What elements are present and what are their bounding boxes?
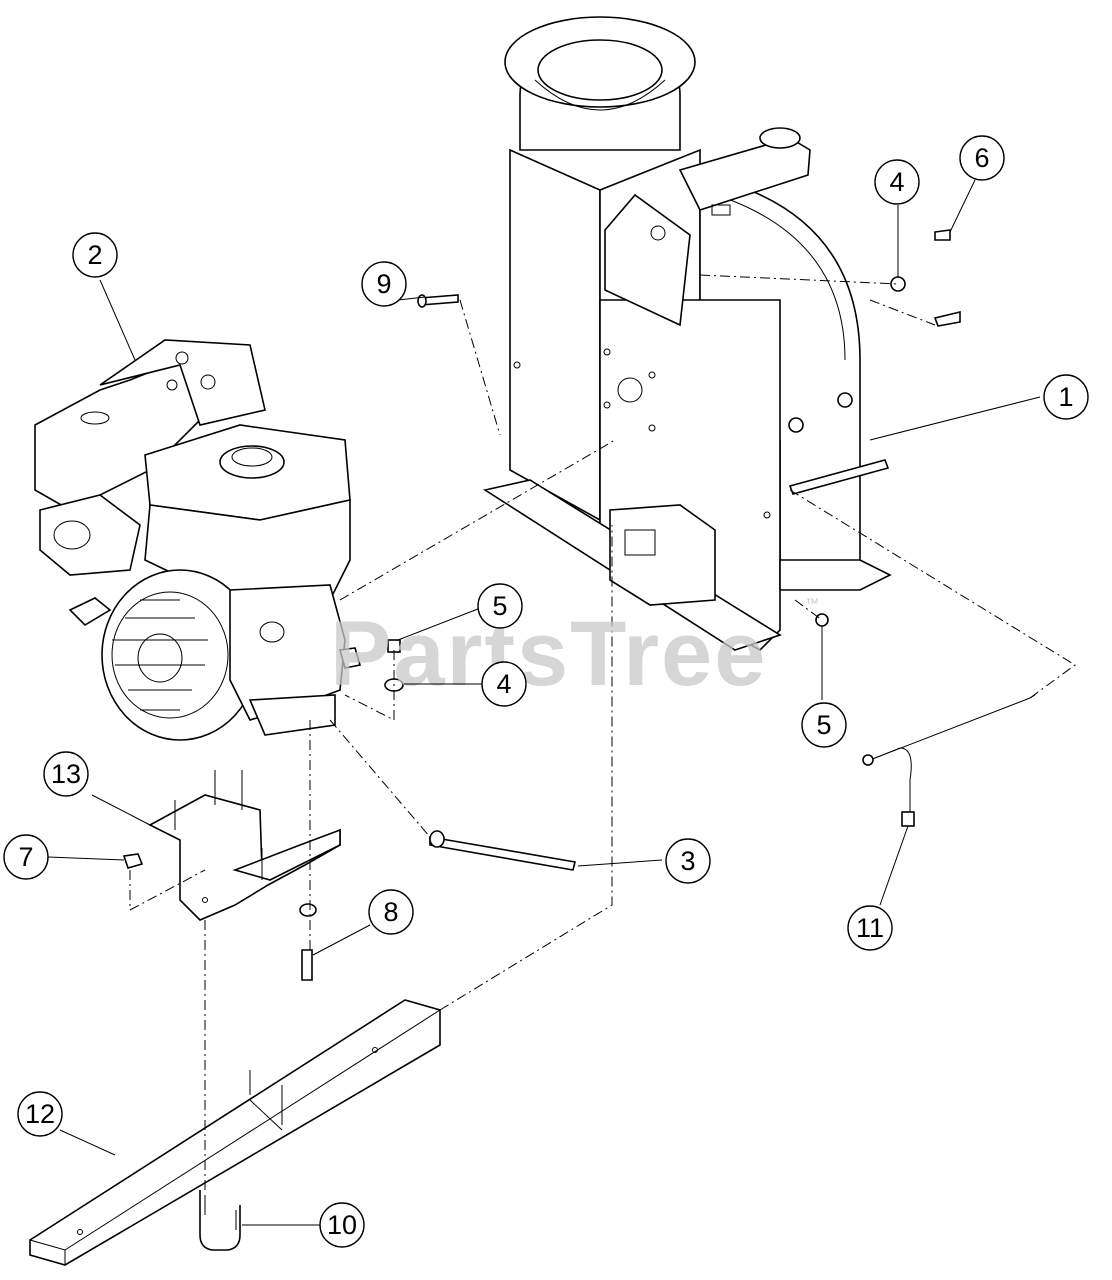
callout-8-label: 8 <box>383 897 398 927</box>
callout-11: 11 <box>847 905 893 951</box>
callout-3-label: 3 <box>680 846 695 876</box>
callout-2: 2 <box>72 232 118 278</box>
callout-12-label: 12 <box>25 1099 55 1129</box>
callout-6-label: 6 <box>974 143 989 173</box>
callout-5-right-label: 5 <box>816 710 831 740</box>
callout-13-label: 13 <box>51 759 81 789</box>
callout-4-mid: 4 <box>481 661 527 707</box>
callout-7: 7 <box>3 834 49 880</box>
callout-4-mid-label: 4 <box>496 669 511 699</box>
engine-mount-bracket <box>148 770 341 921</box>
callout-13: 13 <box>43 751 89 797</box>
callout-5-mid: 5 <box>477 583 523 629</box>
callout-4-top: 4 <box>874 159 920 205</box>
callout-10-label: 10 <box>327 1210 357 1240</box>
callout-9-label: 9 <box>376 269 391 299</box>
callout-9: 9 <box>361 261 407 307</box>
u-bolts <box>199 1070 283 1251</box>
assembly-lines <box>129 274 1076 1190</box>
callout-10: 10 <box>319 1202 365 1248</box>
callout-6: 6 <box>959 135 1005 181</box>
callout-12: 12 <box>17 1091 63 1137</box>
callout-7-label: 7 <box>18 842 33 872</box>
callout-11-label: 11 <box>856 913 884 943</box>
callout-2-label: 2 <box>87 240 102 270</box>
callout-4-top-label: 4 <box>889 167 904 197</box>
callout-5-right: 5 <box>801 702 847 748</box>
callout-1: 1 <box>1043 374 1089 420</box>
frame-tube <box>29 999 441 1266</box>
callout-3: 3 <box>665 838 711 884</box>
callouts: 1 2 3 4 4 5 5 6 7 8 9 10 11 12 13 <box>3 135 1089 1248</box>
watermark-text: PartsTree <box>330 603 767 705</box>
partstree-watermark: PartsTree ™ <box>330 595 819 705</box>
callout-5-mid-label: 5 <box>492 591 507 621</box>
trademark-symbol: ™ <box>805 595 819 611</box>
callout-1-label: 1 <box>1058 382 1073 412</box>
callout-leaders <box>47 179 1041 1226</box>
engine <box>34 339 362 741</box>
callout-8: 8 <box>368 889 414 935</box>
blower-housing <box>482 16 892 651</box>
